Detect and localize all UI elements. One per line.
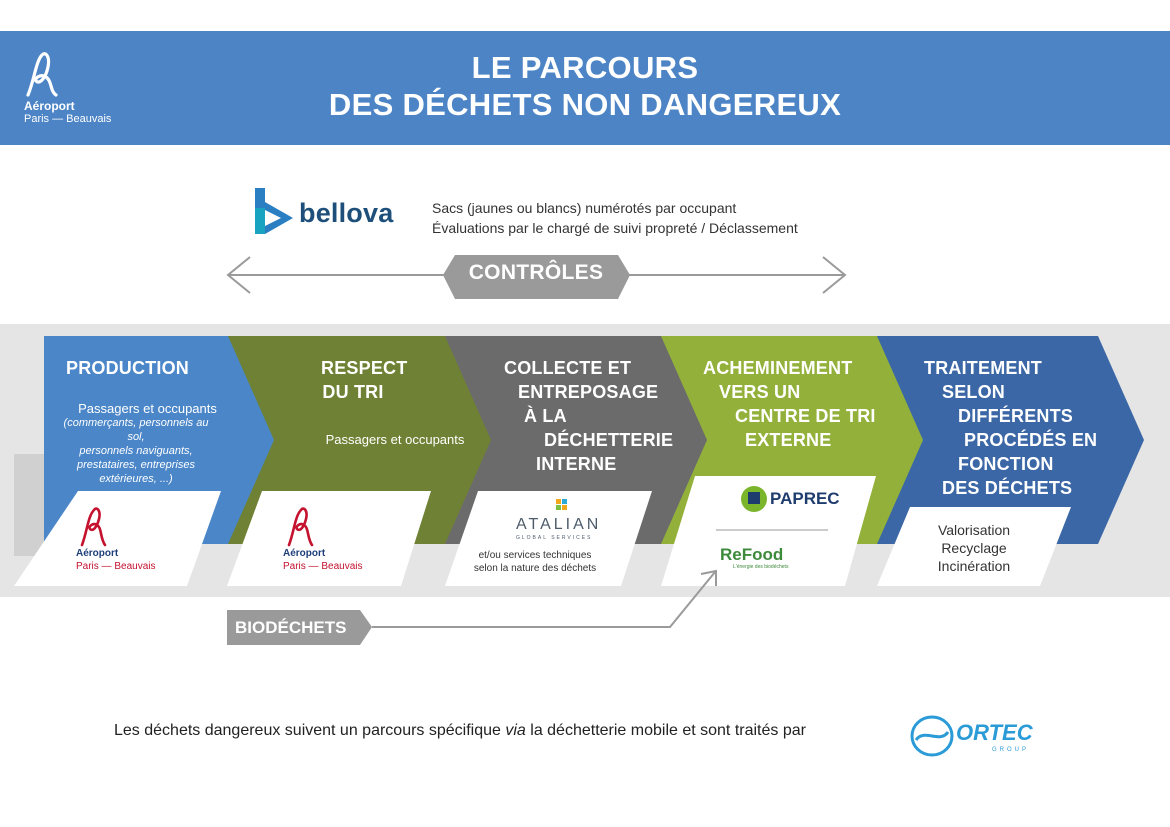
card-collecte-text-line2: selon la nature des déchets xyxy=(473,563,597,574)
ortec-logo-word: ORTEC xyxy=(956,720,1033,745)
step-acheminement-title-line3: CENTRE DE TRI xyxy=(735,406,876,426)
atalian-mark-2 xyxy=(562,499,567,504)
step-collecte-title-line2: ENTREPOSAGE xyxy=(518,382,659,402)
step-production-note-line4: extérieures, ...) xyxy=(99,473,173,485)
bellova-logo: bellova xyxy=(253,188,413,238)
ortec-logo: ORTEC GROUP xyxy=(910,714,1040,758)
step-collecte-title-line3: À LA xyxy=(524,406,567,426)
chevron-traitement xyxy=(877,336,1144,544)
refood-logo: ReFood xyxy=(720,545,784,564)
airport-logo: Aéroport Paris — Beauvais xyxy=(22,51,132,131)
card-production-logo-word1: Aéroport xyxy=(76,548,119,559)
step-traitement-title-line4: PROCÉDÉS EN xyxy=(964,430,1098,450)
bellova-logo-word: bellova xyxy=(299,198,394,228)
biodechets-label: BIODÉCHETS xyxy=(235,618,347,637)
step-collecte-title-line5: INTERNE xyxy=(536,454,617,474)
card-production xyxy=(14,491,221,586)
card-respect-logo-word2: Paris — Beauvais xyxy=(283,561,363,572)
treatment-methods-list: Valorisation Recyclage Incinération xyxy=(914,521,1034,575)
airport-a-logo-icon xyxy=(26,52,58,97)
step-traitement-title-line6: DES DÉCHETS xyxy=(942,478,1073,498)
ortec-mark-icon xyxy=(910,715,954,757)
step-acheminement-title-line1: ACHEMINEMENT xyxy=(703,358,853,378)
step-respect-subtitle: Passagers et occupants xyxy=(325,432,465,447)
treatment-item-incineration: Incinération xyxy=(937,558,1011,574)
paprec-logo: PAPREC xyxy=(770,489,840,508)
step-traitement-title-line2: SELON xyxy=(942,382,1006,402)
card-traitement xyxy=(877,507,1071,586)
step-acheminement-title-line4: EXTERNE xyxy=(745,430,832,450)
refood-logo-sub: L'énergie des biodéchets xyxy=(733,564,789,570)
step-respect-title-line2: DU TRI xyxy=(322,382,384,402)
atalian-mark-4 xyxy=(562,505,567,510)
atalian-logo: ATALIAN xyxy=(516,516,602,533)
card-acheminement xyxy=(661,476,876,586)
bellova-line2: Évaluations par le chargé de suivi propr… xyxy=(432,220,798,236)
bellova-line1: Sacs (jaunes ou blancs) numérotés par oc… xyxy=(432,200,737,216)
step-acheminement-title: ACHEMINEMENT VERS UN CENTRE DE TRI EXTER… xyxy=(703,356,876,452)
airport-logo-word1: Aéroport xyxy=(24,99,75,113)
atalian-mark-1 xyxy=(556,499,561,504)
step-production-subtitle: Passagers et occupants xyxy=(78,401,217,416)
airport-logo-word2: Paris — Beauvais xyxy=(24,113,112,125)
card-collecte-text-line1: et/ou services techniques xyxy=(478,550,592,561)
page-title-line2: DES DÉCHETS NON DANGEREUX xyxy=(328,87,842,122)
header-banner: Aéroport Paris — Beauvais LE PARCOURS DE… xyxy=(0,31,1170,145)
atalian-logo-sub: GLOBAL SERVICES xyxy=(516,535,593,541)
card-respect-a-icon xyxy=(287,507,314,547)
card-respect xyxy=(227,491,431,586)
band-left-tab xyxy=(14,454,44,556)
page-title-line1: LE PARCOURS xyxy=(471,50,699,85)
card-collecte-text: et/ou services techniques selon la natur… xyxy=(470,549,600,575)
step-traitement-title-line3: DIFFÉRENTS xyxy=(958,406,1074,426)
step-collecte-title: COLLECTE ET ENTREPOSAGE À LA DÉCHETTERIE… xyxy=(504,356,673,476)
step-acheminement-title-line2: VERS UN xyxy=(719,382,801,402)
atalian-mark-3 xyxy=(556,505,561,510)
step-traitement-title: TRAITEMENT SELON DIFFÉRENTS PROCÉDÉS EN … xyxy=(924,356,1097,500)
page-title: LE PARCOURS DES DÉCHETS NON DANGEREUX xyxy=(0,49,1170,123)
controls-label: CONTRÔLES xyxy=(468,261,604,284)
controls-double-arrow xyxy=(226,255,847,299)
treatment-item-recyclage: Recyclage xyxy=(941,540,1007,556)
step-traitement-title-line5: FONCTION xyxy=(958,454,1054,474)
step-production-note-line3: prestataires, entreprises xyxy=(77,459,195,471)
step-collecte-title-line1: COLLECTE ET xyxy=(504,358,632,378)
step-production-note: (commerçants, personnels au sol, personn… xyxy=(56,416,216,486)
step-collecte-title-line4: DÉCHETTERIE xyxy=(544,430,674,450)
treatment-item-valorisation: Valorisation xyxy=(937,522,1011,538)
step-traitement-title-line1: TRAITEMENT xyxy=(924,358,1042,378)
card-collecte xyxy=(445,491,652,586)
card-respect-logo-word1: Aéroport xyxy=(283,548,326,559)
footer-text-before: Les déchets dangereux suivent un parcour… xyxy=(114,722,506,739)
step-production-title: PRODUCTION xyxy=(66,358,189,378)
footer-text-after: la déchetterie mobile et sont traités pa… xyxy=(525,722,806,739)
step-production-note-line2: personnels naviguants, xyxy=(79,445,193,457)
ortec-logo-sub: GROUP xyxy=(992,747,1030,753)
step-production-note-line1: (commerçants, personnels au sol, xyxy=(63,417,209,443)
bellova-b-icon xyxy=(255,188,293,234)
footer-text-italic: via xyxy=(505,722,526,739)
card-production-logo-word2: Paris — Beauvais xyxy=(76,561,156,572)
bellova-description: Sacs (jaunes ou blancs) numérotés par oc… xyxy=(432,198,798,238)
card-production-a-icon xyxy=(80,507,107,547)
footer-text: Les déchets dangereux suivent un parcour… xyxy=(114,722,806,740)
